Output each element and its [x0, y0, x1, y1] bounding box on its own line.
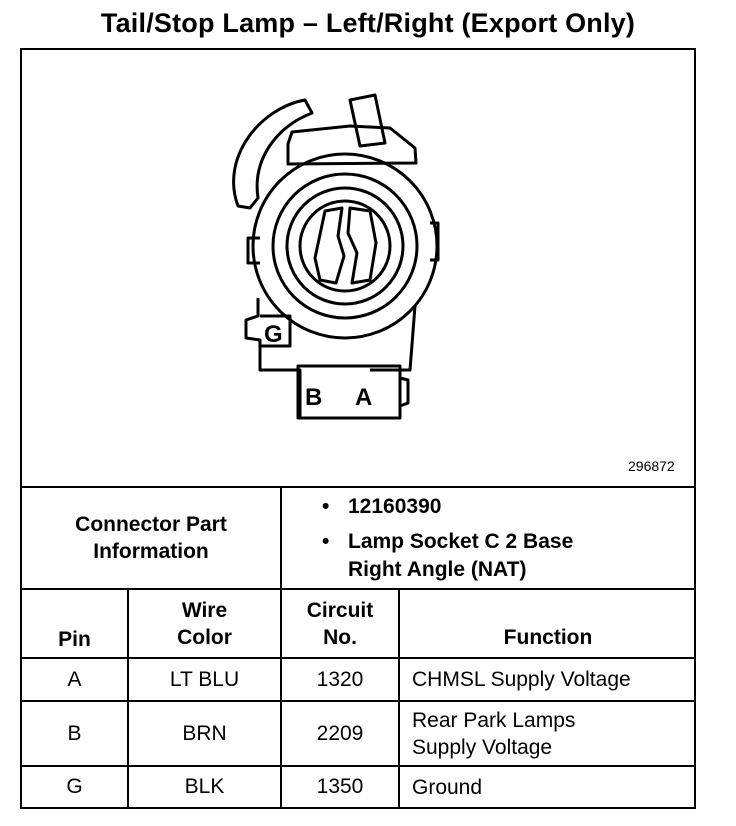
cell-color: BRN	[182, 721, 227, 745]
inner-ring	[271, 172, 419, 320]
cell-color: BLK	[184, 775, 225, 798]
grid-line	[20, 765, 696, 767]
grid-line	[20, 588, 696, 590]
bullet-dot: •	[322, 495, 330, 518]
bulb-contact-right	[346, 206, 378, 285]
ring-tab-right	[430, 221, 440, 262]
header-wire-color: Wire Color	[177, 598, 232, 649]
clip-arm	[232, 98, 314, 210]
grid-line	[20, 700, 696, 702]
header-function: Function	[503, 626, 593, 649]
cell-circuit: 2209	[316, 721, 364, 745]
grid-line	[280, 486, 282, 809]
grid-line	[398, 588, 400, 809]
pin-label-b: B	[305, 384, 322, 411]
header-pin: Pin	[58, 628, 91, 651]
cell-circuit: 1320	[316, 667, 364, 691]
socket-ring	[285, 186, 405, 306]
cell-function: Rear Park Lamps Supply Voltage	[412, 708, 576, 759]
terminal-tab-right	[399, 376, 410, 408]
cell-function: CHMSL Supply Voltage	[412, 668, 631, 691]
connector-info-bullets: • 12160390 • Lamp Socket C 2 Base Right …	[322, 493, 573, 584]
connector-drawing: G B A	[232, 93, 440, 420]
bulb-contact-left	[313, 206, 346, 285]
cell-color: LT BLU	[169, 667, 240, 691]
grid-line	[20, 657, 696, 659]
grid-line	[20, 486, 696, 488]
lower-body-right	[370, 305, 417, 372]
cell-pin: A	[67, 667, 82, 691]
top-tab	[348, 93, 387, 148]
bullet-item: • 12160390	[322, 493, 573, 521]
terminal-block	[296, 364, 402, 420]
header-circuit: Circuit No.	[306, 598, 374, 649]
bulb-ring	[298, 199, 392, 293]
lower-body-left	[244, 298, 310, 420]
ring-tab-left	[246, 236, 260, 265]
page-title: Tail/Stop Lamp – Left/Right (Export Only…	[100, 8, 636, 38]
grid-line	[127, 588, 129, 809]
pin-label-a: A	[355, 384, 372, 411]
cell-circuit: 1350	[316, 775, 364, 798]
bullet-dot: •	[322, 530, 330, 553]
connector-info-label: Connector Part Information	[75, 513, 227, 563]
bullet-text: Lamp Socket C 2 Base Right Angle (NAT)	[348, 530, 574, 581]
figure-id: 296872	[628, 458, 675, 474]
top-housing	[286, 124, 418, 166]
cell-pin: G	[66, 775, 83, 798]
pin-label-g: G	[264, 321, 283, 348]
cell-function: Ground	[412, 775, 483, 799]
cell-pin: B	[67, 721, 82, 745]
diagram-frame	[20, 48, 696, 809]
outer-ring	[251, 152, 439, 340]
g-terminal	[260, 314, 292, 348]
bullet-text: 12160390	[348, 495, 442, 518]
bullet-item: • Lamp Socket C 2 Base Right Angle (NAT)	[322, 528, 573, 584]
